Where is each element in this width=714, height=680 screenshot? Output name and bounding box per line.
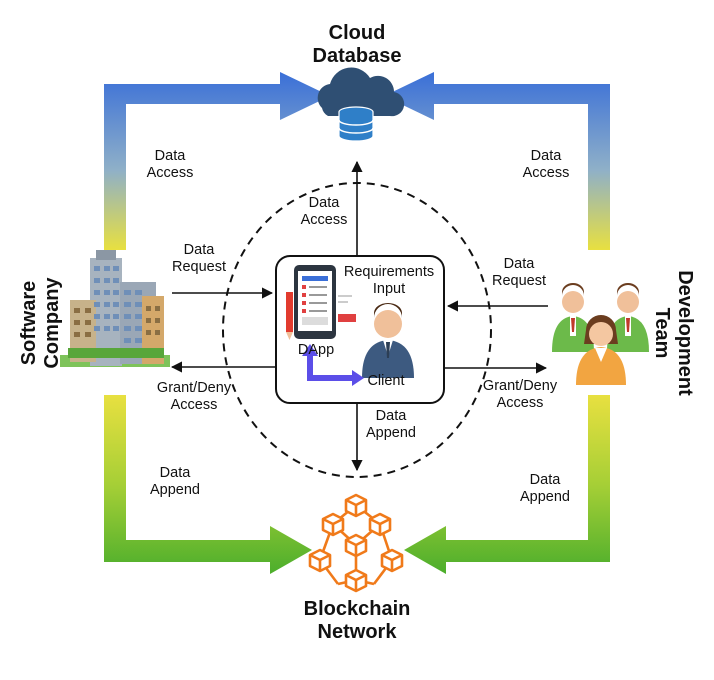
sc-grant-deny-line1: Grant/Deny xyxy=(156,380,232,396)
dapp-phone-icon xyxy=(286,265,356,340)
sc-data-append-label: Data Append xyxy=(142,465,208,500)
software-company-line1: Software xyxy=(18,280,40,366)
client-loop-arrow xyxy=(302,344,364,386)
flow-arrow-software-to-blockchain xyxy=(104,395,312,574)
sc-data-request-line2: Request xyxy=(171,259,226,276)
center-data-access-line2: Access xyxy=(300,212,348,229)
dt-data-request-line1: Data xyxy=(503,256,535,272)
sc-data-access-line2: Access xyxy=(146,165,194,182)
center-data-append-label: Data Append xyxy=(356,408,426,443)
development-team-line1: Development xyxy=(674,270,696,396)
cloud-label-line1: Cloud xyxy=(328,22,386,44)
dt-data-request-line2: Request xyxy=(491,273,546,290)
dt-data-access-line2: Access xyxy=(522,165,570,182)
sc-data-append-line1: Data xyxy=(159,465,191,481)
sc-data-access-label: Data Access xyxy=(140,148,200,183)
requirements-line1: Requirements xyxy=(343,264,435,280)
requirements-input-label: Requirements Input xyxy=(334,264,444,299)
sc-data-request-line1: Data xyxy=(183,242,215,258)
center-data-access-line1: Data xyxy=(308,195,340,211)
sc-data-access-line1: Data xyxy=(154,148,186,164)
dt-data-append-line2: Append xyxy=(520,489,570,506)
sc-data-append-line2: Append xyxy=(150,482,200,499)
cloud-label-line2: Database xyxy=(312,45,402,67)
client-text: Client xyxy=(367,373,405,389)
sc-data-request-label: Data Request xyxy=(166,242,232,277)
sc-grant-deny-label: Grant/Deny Access xyxy=(148,380,240,415)
dapp-text: DApp xyxy=(297,342,335,358)
development-team-label: Development Team xyxy=(650,268,696,398)
dt-data-append-line1: Data xyxy=(529,472,561,488)
dt-data-access-line1: Data xyxy=(530,148,562,164)
team-people-icon xyxy=(552,283,649,385)
client-label: Client xyxy=(360,373,412,390)
blockchain-label-line1: Blockchain xyxy=(303,598,411,620)
dt-grant-deny-line2: Access xyxy=(496,395,544,412)
blockchain-network-icon xyxy=(308,493,404,593)
blockchain-label-line2: Network xyxy=(317,621,397,643)
center-data-append-line1: Data xyxy=(375,408,407,424)
cloud-database-label: Cloud Database xyxy=(300,22,414,68)
dapp-label: DApp xyxy=(290,342,342,359)
center-data-append-line2: Append xyxy=(366,425,416,442)
cloud-database-icon xyxy=(317,67,405,142)
center-data-access-label: Data Access xyxy=(294,195,354,230)
blockchain-network-label: Blockchain Network xyxy=(282,598,432,644)
software-company-line2: Company xyxy=(41,277,63,369)
development-team-line2: Team xyxy=(651,307,673,359)
dt-data-access-label: Data Access xyxy=(516,148,576,183)
dt-data-append-label: Data Append xyxy=(512,472,578,507)
dt-grant-deny-line1: Grant/Deny xyxy=(482,378,558,394)
flow-arrow-team-to-cloud xyxy=(384,72,610,250)
dt-data-request-label: Data Request xyxy=(486,256,552,291)
software-company-label: Software Company xyxy=(18,268,64,378)
flow-arrow-team-to-blockchain xyxy=(404,395,610,574)
buildings-icon xyxy=(60,250,170,367)
sc-grant-deny-line2: Access xyxy=(170,397,218,414)
flow-arrow-software-to-cloud xyxy=(104,72,330,250)
requirements-line2: Input xyxy=(372,281,406,298)
client-person-icon xyxy=(362,303,414,378)
dt-grant-deny-label: Grant/Deny Access xyxy=(474,378,566,413)
